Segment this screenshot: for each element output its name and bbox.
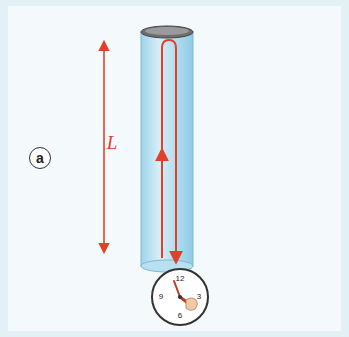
panel-letter-text: a xyxy=(36,151,44,165)
length-label: L xyxy=(107,133,118,152)
length-arrow xyxy=(103,42,105,252)
minute-hand xyxy=(174,281,180,297)
clock-number: 3 xyxy=(197,293,201,301)
panel-letter: a xyxy=(29,147,51,169)
clock-number: 6 xyxy=(178,312,182,320)
light-path xyxy=(162,40,176,262)
clock xyxy=(152,269,208,325)
panel xyxy=(8,6,341,331)
glass-tube xyxy=(141,26,193,272)
clock-number: 9 xyxy=(159,293,163,301)
mirror-cap xyxy=(141,26,193,38)
hand-icon xyxy=(186,298,197,310)
clock-number: 12 xyxy=(176,275,185,283)
